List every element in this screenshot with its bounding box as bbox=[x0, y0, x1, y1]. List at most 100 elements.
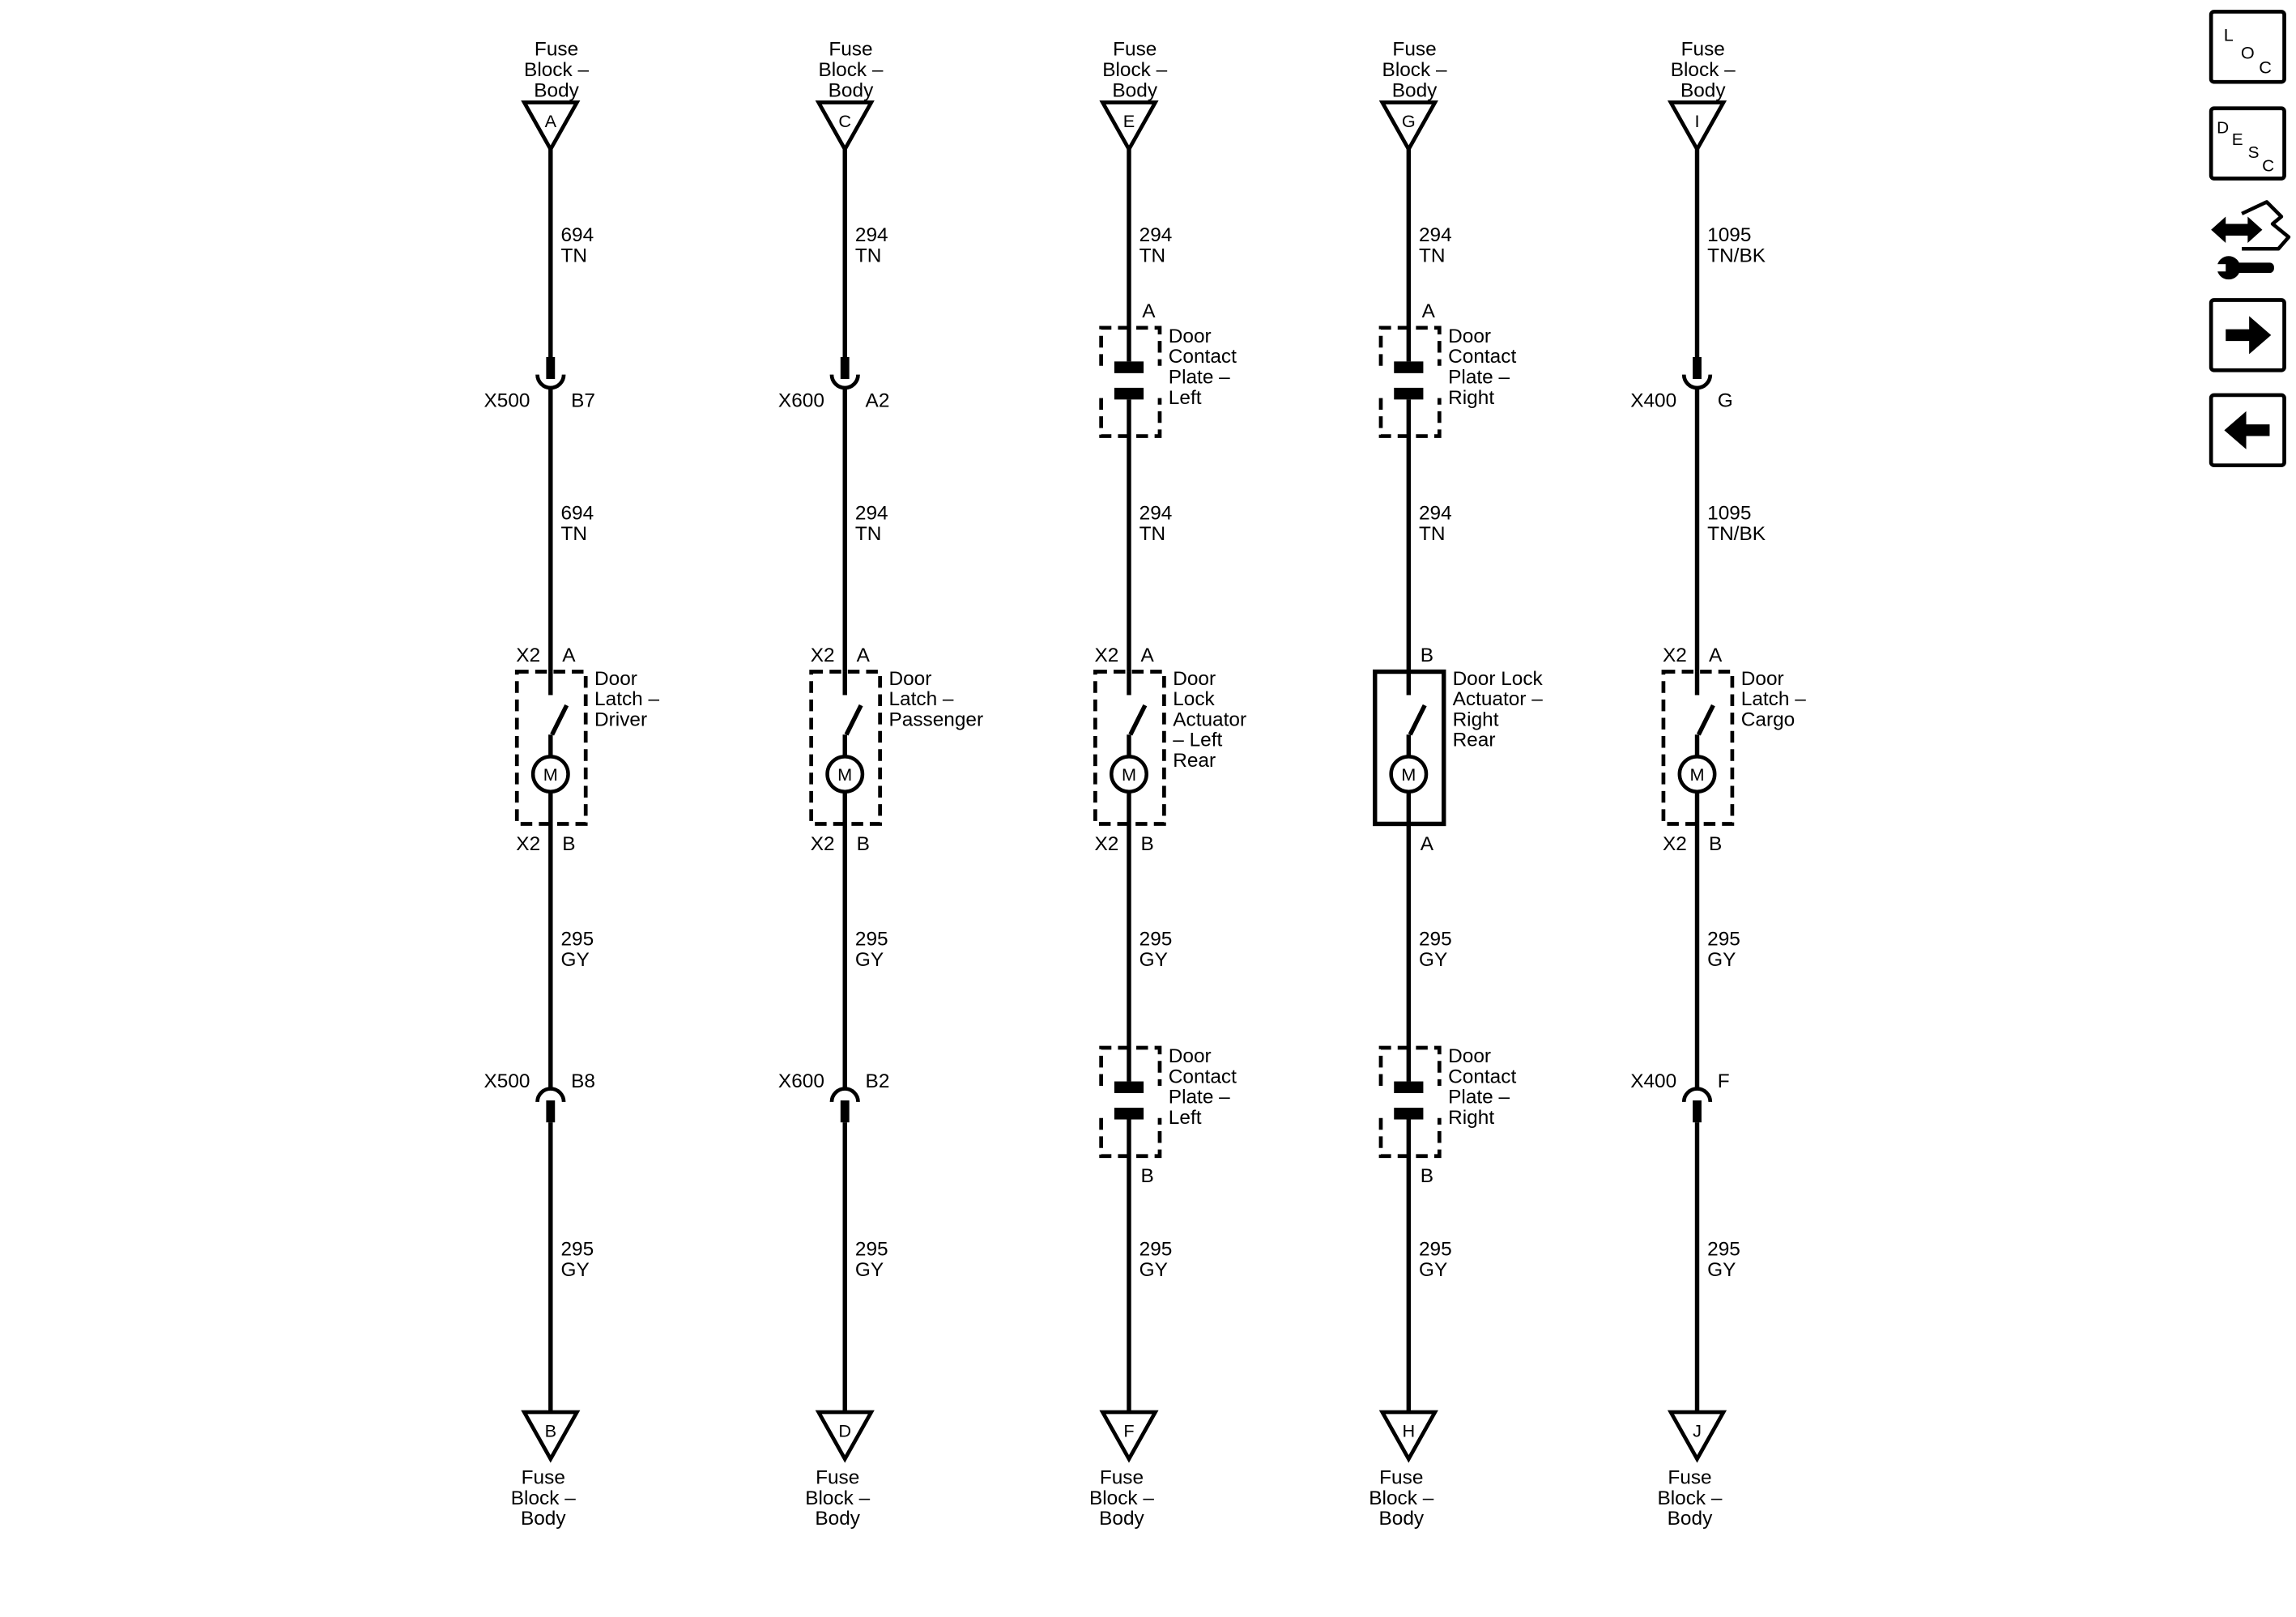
wire-color-code: TN bbox=[1419, 245, 1446, 267]
top-terminal-letter: I bbox=[1694, 111, 1699, 131]
location-button[interactable]: L O C bbox=[2209, 10, 2286, 84]
pin-label: B bbox=[1140, 1165, 1153, 1187]
previous-page-button[interactable] bbox=[2209, 393, 2286, 468]
connector-label: X400 bbox=[1630, 1070, 1676, 1092]
wire-color-code: TN bbox=[855, 523, 882, 545]
top-fuse-block-label: Block – bbox=[524, 59, 589, 81]
description-icon-letter: C bbox=[2262, 156, 2274, 175]
device-outline bbox=[1093, 670, 1166, 826]
device-name-line: Right bbox=[1453, 709, 1499, 730]
circuit-number: 295 bbox=[855, 1239, 888, 1261]
pin-label: A2 bbox=[866, 389, 890, 411]
device-name-line: Latch – bbox=[888, 688, 953, 710]
connector-label: X2 bbox=[1663, 833, 1687, 855]
connector-label: X500 bbox=[484, 389, 530, 411]
connector-outline-icon bbox=[2241, 200, 2291, 251]
device-name-line: Rear bbox=[1453, 730, 1496, 751]
device-name-line: Rear bbox=[1173, 750, 1216, 772]
circuit-number: 295 bbox=[1707, 1239, 1740, 1261]
device-name-line: Door Lock bbox=[1453, 668, 1544, 690]
contact-plate-name-line: Door bbox=[1169, 1045, 1212, 1067]
wire-color-code: GY bbox=[1707, 949, 1736, 971]
switch-blade bbox=[844, 704, 863, 736]
bottom-fuse-block-label: Block – bbox=[805, 1487, 870, 1509]
pin-label: B bbox=[562, 833, 575, 855]
pin-label: B7 bbox=[571, 389, 595, 411]
contact-plate-outline bbox=[1378, 326, 1442, 366]
switch-blade bbox=[1408, 704, 1427, 736]
top-terminal: C bbox=[815, 100, 875, 154]
bottom-fuse-block-label: Fuse bbox=[1100, 1467, 1144, 1489]
connector-label: X600 bbox=[778, 389, 824, 411]
top-fuse-block-label: Block – bbox=[1102, 59, 1167, 81]
top-fuse-block-label: Body bbox=[534, 79, 579, 101]
wire-color-code: GY bbox=[855, 1259, 884, 1281]
circuit-number: 294 bbox=[1419, 503, 1452, 525]
bottom-terminal-letter: B bbox=[545, 1421, 556, 1441]
circuit-number: 694 bbox=[560, 224, 594, 246]
next-page-button[interactable] bbox=[2209, 298, 2286, 372]
circuit-number: 1095 bbox=[1707, 503, 1751, 525]
contact-plate-name-line: Contact bbox=[1448, 1066, 1516, 1087]
bottom-fuse-block-label: Fuse bbox=[1379, 1467, 1423, 1489]
top-terminal-letter: G bbox=[1402, 111, 1416, 131]
wire-color-code: TN bbox=[560, 523, 587, 545]
pin-label: B bbox=[1421, 645, 1433, 666]
bottom-terminal: D bbox=[815, 1410, 875, 1463]
connector-cavity bbox=[1681, 374, 1713, 390]
device-name-line: Door bbox=[1741, 668, 1784, 690]
device-name-line: Actuator bbox=[1173, 709, 1246, 730]
connector-view-button[interactable] bbox=[2204, 196, 2294, 287]
top-terminal-letter: C bbox=[838, 111, 851, 131]
connector-cavity bbox=[535, 1087, 566, 1103]
top-fuse-block-label: Block – bbox=[1382, 59, 1447, 81]
description-button-frame bbox=[2209, 106, 2286, 181]
location-icon-letter: L bbox=[2224, 25, 2234, 45]
top-fuse-block-label: Fuse bbox=[829, 39, 872, 61]
device-name-line: Cargo bbox=[1741, 709, 1795, 730]
description-icon-letter: D bbox=[2217, 118, 2229, 137]
device-outline bbox=[809, 670, 882, 826]
inline-connector: X500 B7 bbox=[484, 356, 595, 411]
connector-cavity bbox=[829, 374, 860, 390]
contact-plate-name-line: Plate – bbox=[1169, 367, 1230, 389]
wire-color-code: GY bbox=[1419, 949, 1447, 971]
device-name-line: Actuator – bbox=[1453, 688, 1544, 710]
device-outline bbox=[1661, 670, 1735, 826]
connector-label: X2 bbox=[1094, 645, 1118, 666]
pin-label: A bbox=[1709, 645, 1723, 666]
bottom-fuse-block-label: Block – bbox=[511, 1487, 576, 1509]
wire-color-code: TN bbox=[855, 245, 882, 267]
bottom-fuse-block-label: Body bbox=[1378, 1508, 1424, 1530]
connector-terminal bbox=[840, 1100, 850, 1123]
description-icon-letter: S bbox=[2248, 143, 2260, 162]
pin-label: F bbox=[1718, 1070, 1730, 1092]
contact-plate-name-line: Contact bbox=[1169, 1066, 1237, 1087]
bottom-terminal: F bbox=[1099, 1410, 1159, 1463]
pin-label: B bbox=[1421, 1165, 1433, 1187]
pin-label: B bbox=[857, 833, 870, 855]
left-arrow-icon bbox=[2224, 411, 2270, 449]
connector-label: X600 bbox=[778, 1070, 824, 1092]
bottom-fuse-block-label: Body bbox=[521, 1508, 566, 1530]
right-arrow-icon bbox=[2226, 316, 2272, 355]
contact-plate-name-line: Right bbox=[1448, 1107, 1494, 1129]
circuit-number: 694 bbox=[560, 503, 594, 525]
description-button[interactable]: D E S C bbox=[2209, 106, 2286, 181]
connector-label: X500 bbox=[484, 1070, 530, 1092]
circuit-number: 295 bbox=[855, 928, 888, 950]
bottom-fuse-block-label: Block – bbox=[1657, 1487, 1722, 1509]
top-fuse-block-label: Block – bbox=[818, 59, 883, 81]
circuit-number: 294 bbox=[855, 503, 888, 525]
bottom-terminal-letter: J bbox=[1693, 1421, 1702, 1441]
top-terminal: I bbox=[1667, 100, 1727, 154]
wire-color-code: GY bbox=[1139, 1259, 1168, 1281]
